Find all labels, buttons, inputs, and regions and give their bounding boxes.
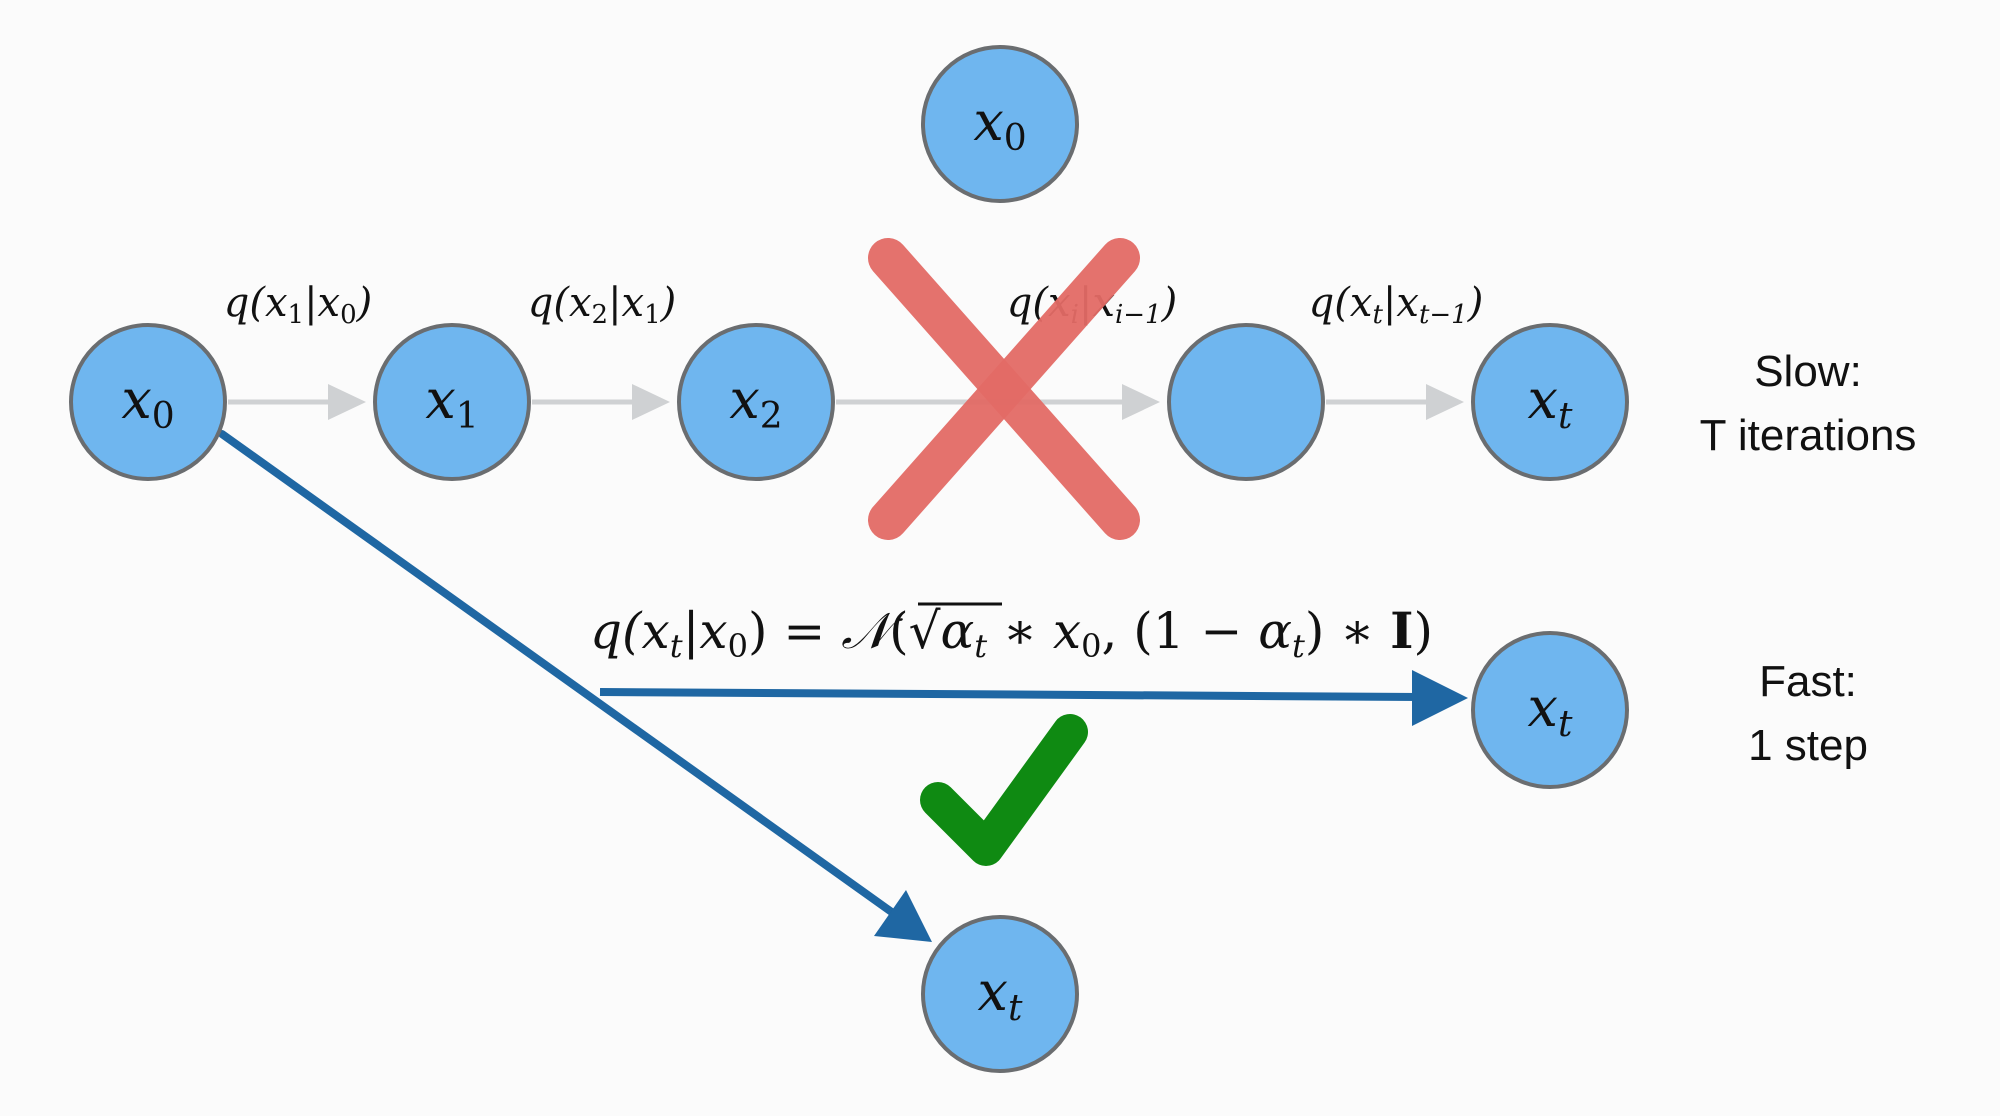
chain-arrowhead-x0-x1 <box>328 384 366 420</box>
node-chain-x1: x1 <box>373 323 531 481</box>
fast-arrows <box>218 430 1468 942</box>
fast-arrowhead-diagonal <box>874 890 932 942</box>
node-chain-xi <box>1167 323 1325 481</box>
edge-label-q-x1-x0: q(x1|x0) <box>224 280 373 330</box>
svg-text:xt: xt <box>1528 676 1573 745</box>
svg-text:x1: x1 <box>425 368 478 437</box>
fast-label-line1: Fast: <box>1759 657 1857 706</box>
node-chain-xt: xt <box>1471 323 1629 481</box>
node-chain-x2: x2 <box>677 323 835 481</box>
fast-arrow-horizontal <box>599 688 1421 701</box>
node-fast-xt: xt <box>1471 631 1629 789</box>
edge-label-q-xt-xt-1: q(xt|xt−1) <box>1309 280 1484 330</box>
slow-label-line2: T iterations <box>1700 411 1917 460</box>
chain-arrowhead-x1-x2 <box>632 384 670 420</box>
fast-arrow-diagonal <box>218 430 904 922</box>
chain-arrowhead-xi-xt <box>1426 384 1464 420</box>
svg-text:x0: x0 <box>973 90 1026 159</box>
fast-arrowhead-horizontal <box>1412 670 1468 726</box>
node-top-x0: x0 <box>921 45 1079 203</box>
node-chain-x0: x0 <box>69 323 227 481</box>
svg-text:xt: xt <box>978 960 1023 1029</box>
node-bottom-xt: xt <box>921 915 1079 1073</box>
svg-text:x0: x0 <box>121 368 174 437</box>
svg-text:xt: xt <box>1528 368 1573 437</box>
svg-text:x2: x2 <box>729 368 782 437</box>
chain-arrowhead-x2-xi <box>1122 384 1160 420</box>
closed-form-formula: q(xt|x0) = 𝒩(√αt ∗ x0, (1 − αt) ∗ I) <box>590 601 1433 665</box>
slow-label-line1: Slow: <box>1754 347 1862 396</box>
edge-label-q-x2-x1: q(x2|x1) <box>528 280 677 330</box>
fast-label-line2: 1 step <box>1748 721 1868 770</box>
check-icon <box>920 714 1088 866</box>
cross-icon <box>868 238 1140 540</box>
